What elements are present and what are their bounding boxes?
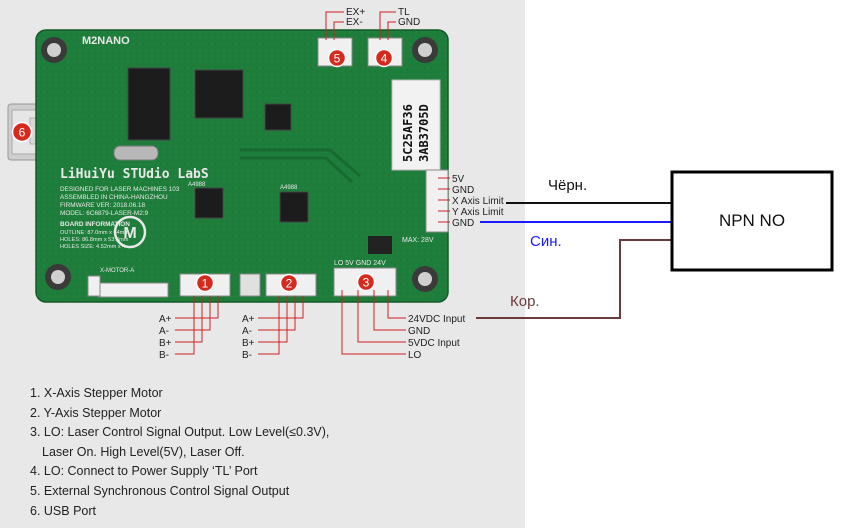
sensor-label: NPN NO — [719, 211, 785, 230]
svg-text:3: 3 — [363, 276, 370, 290]
ic-chip-main — [127, 67, 171, 141]
ic-chip-mcu — [194, 69, 244, 119]
xmotor-label: X-MOTOR-A — [100, 268, 134, 274]
legend-item-6: 6. USB Port — [30, 503, 96, 518]
black-wire-label: Чёрн. — [548, 177, 587, 194]
badge-3: 3 — [356, 272, 376, 292]
power-leaders — [341, 290, 406, 355]
crystal — [113, 145, 159, 161]
ribbon-connector — [97, 282, 169, 298]
legend-item-5: 5. External Synchronous Control Signal O… — [30, 483, 290, 498]
power-label-gnd: GND — [408, 326, 430, 337]
label-ex-plus: EX+ — [346, 7, 365, 18]
right-leaders — [438, 177, 450, 223]
blue-wire-label: Син. — [530, 233, 562, 250]
chip-label-a: A4988 — [188, 182, 206, 188]
right-label-x-limit: X Axis Limit — [452, 196, 504, 207]
badge-5: 5 — [327, 48, 347, 68]
brown-wire — [476, 239, 672, 319]
max-voltage-label: MAX: 28V — [402, 237, 434, 244]
driver-chip-y — [279, 191, 309, 223]
y-pin-a-plus: A+ — [242, 314, 255, 325]
driver-chip-x — [194, 187, 224, 219]
capacitor — [368, 236, 392, 254]
power-label-24v: 24VDC Input — [408, 314, 465, 325]
y-pin-b-minus: B- — [242, 350, 252, 361]
power-label-5v: 5VDC Input — [408, 338, 460, 349]
svg-text:5: 5 — [334, 52, 341, 66]
power-header-label: LO 5V GND 24V — [334, 260, 386, 267]
ex-connector — [239, 273, 261, 297]
badge-1: 1 — [195, 273, 215, 293]
right-label-5v: 5V — [452, 174, 465, 185]
board-info-line-3: FIRMWARE VER: 2018.06.18 — [60, 202, 145, 209]
board-info-detail-2: HOLES: 86.8mm x 53.8mm — [60, 237, 129, 243]
label-gnd-top: GND — [398, 17, 420, 28]
board-logo-text: M2NANO — [82, 35, 130, 47]
right-label-gnd: GND — [452, 185, 474, 196]
mounting-hole-br — [412, 266, 438, 292]
mounting-hole-tr — [412, 37, 438, 63]
board-info-title: BOARD INFORMATION — [60, 221, 130, 228]
serial-line-1: 5C25AF36 — [401, 104, 415, 162]
serial-label-box — [391, 79, 441, 171]
board-info-line-2: ASSEMBLED IN CHINA-HANGZHOU — [60, 194, 168, 201]
mounting-hole-tl — [41, 37, 67, 63]
badge-6: 6 — [11, 121, 33, 143]
legend-item-3: 3. LO: Laser Control Signal Output. Low … — [30, 425, 330, 440]
board-info-line-4: MODEL: 6C6879-LASER-M2:9 — [60, 210, 149, 217]
y-pin-b-plus: B+ — [242, 338, 255, 349]
board-brand: LiHuiYu STUdio LabS — [60, 167, 209, 182]
x-pin-a-minus: A- — [159, 326, 169, 337]
chip-label-b: A4988 — [280, 185, 298, 191]
pcb-board: M — [35, 29, 449, 303]
ic-chip-small — [264, 103, 292, 131]
svg-text:M: M — [123, 225, 136, 242]
right-label-y-limit: Y Axis Limit — [452, 207, 504, 218]
board-info-line-1: DESIGNED FOR LASER MACHINES 103 — [60, 186, 180, 193]
mounting-hole-bl — [45, 264, 71, 290]
board-m-logo: M — [113, 215, 147, 249]
motor-leaders — [175, 296, 304, 355]
right-label-gnd-2: GND — [452, 218, 474, 229]
limit-connector — [425, 169, 449, 233]
svg-text:4: 4 — [381, 52, 388, 66]
y-pin-a-minus: A- — [242, 326, 252, 337]
x-pin-a-plus: A+ — [159, 314, 172, 325]
legend-item-1: 1. X-Axis Stepper Motor — [30, 386, 163, 400]
npn-sensor-box — [670, 170, 834, 272]
board-info-detail-3: HOLES SIZE: 4.52mm x 4 — [60, 244, 125, 250]
power-label-lo: LO — [408, 350, 422, 361]
svg-text:6: 6 — [19, 126, 26, 140]
legend-item-3-cont: Laser On. High Level(5V), Laser Off. — [42, 444, 245, 459]
x-pin-b-minus: B- — [159, 350, 169, 361]
x-pin-b-plus: B+ — [159, 338, 172, 349]
board-info-detail-1: OUTLINE: 87.0mm x 64mm — [60, 230, 129, 236]
badge-2: 2 — [279, 273, 299, 293]
legend: 1. X-Axis Stepper Motor 2. Y-Axis Steppe… — [30, 384, 329, 521]
legend-item-4: 4. LO: Connect to Power Supply ‘TL’ Port — [30, 464, 258, 479]
legend-item-2: 2. Y-Axis Stepper Motor — [30, 405, 162, 420]
top-leaders — [325, 11, 396, 40]
serial-line-2: 3AB3705D — [417, 104, 431, 162]
label-tl: TL — [398, 7, 410, 18]
badge-4: 4 — [374, 48, 394, 68]
svg-text:1: 1 — [202, 277, 209, 291]
label-ex-minus: EX- — [346, 17, 363, 28]
svg-text:2: 2 — [286, 277, 293, 291]
brown-wire-label: Кор. — [510, 293, 540, 310]
